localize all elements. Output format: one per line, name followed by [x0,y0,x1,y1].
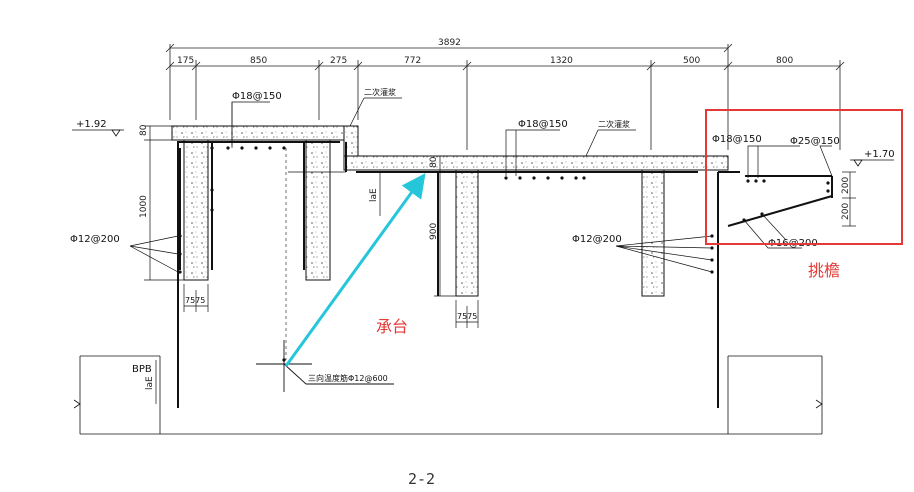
seg-dim-4: 772 [404,56,421,66]
bottom-dim-mid: 7575 [457,312,477,321]
elevation-right: +1.70 [850,149,895,167]
vdim-wall: 1000 [139,195,149,218]
rebar-label-top-right-b: Φ25@150 [790,136,840,147]
overall-dim-label: 3892 [438,38,461,48]
rebar-label-stirrup-right: Φ12@200 [572,234,622,245]
vdim-slab: 80 [139,124,149,136]
rebar-label-top-left: Φ18@150 [232,91,282,102]
rebar-leaders [129,101,833,273]
seg-dim-6: 500 [683,56,700,66]
vdim-mid: 80 [429,156,439,168]
cantilever-annotation: 挑檐 [808,261,840,280]
elevation-right-label: +1.70 [864,149,895,160]
rebar-dots [178,146,830,274]
elevation-left-label: +1.92 [76,119,107,130]
rebar-label-top-mid: Φ18@150 [518,119,568,130]
grout-right-label: 二次灌浆 [598,119,630,129]
grout-left-label: 二次灌浆 [364,87,396,97]
cantilever-highlight-box [705,109,903,245]
rebar-lines [177,141,833,408]
seg-dim-1: 175 [177,56,194,66]
rebar-label-top-right-a: Φ18@150 [712,134,762,145]
bpb-label: BPB [132,364,152,375]
elevation-left: +1.92 [72,119,124,137]
vdim-cant-a: 200 [841,177,851,194]
grout-left: 二次灌浆 [349,87,402,127]
vdim-lae-a: laE [369,188,379,202]
temp-bar-dot [282,358,286,362]
temp-bar-marker [256,148,394,392]
concrete-section [171,125,729,297]
bottom-dims [183,284,479,328]
seg-dim-5: 1320 [550,56,573,66]
cap-arrow [284,173,426,367]
vertical-dims [144,125,856,404]
section-title: 2-2 [408,470,435,488]
seg-dim-3: 275 [330,56,347,66]
grout-right: 二次灌浆 [585,119,636,157]
vdim-lae-b: laE [145,376,155,390]
cap-annotation: 承台 [376,317,408,336]
vdim-cant-b: 200 [841,203,851,220]
rebar-label-stirrup-left: Φ12@200 [70,234,120,245]
dimension-chain [165,43,845,150]
temp-bar-label: 三向温度筋Φ12@600 [308,373,388,383]
vdim-pile: 900 [429,223,439,240]
ground-lines [73,355,823,435]
seg-dim-7: 800 [776,56,793,66]
seg-dim-2: 850 [250,56,267,66]
bottom-dim-left: 7575 [185,296,205,305]
